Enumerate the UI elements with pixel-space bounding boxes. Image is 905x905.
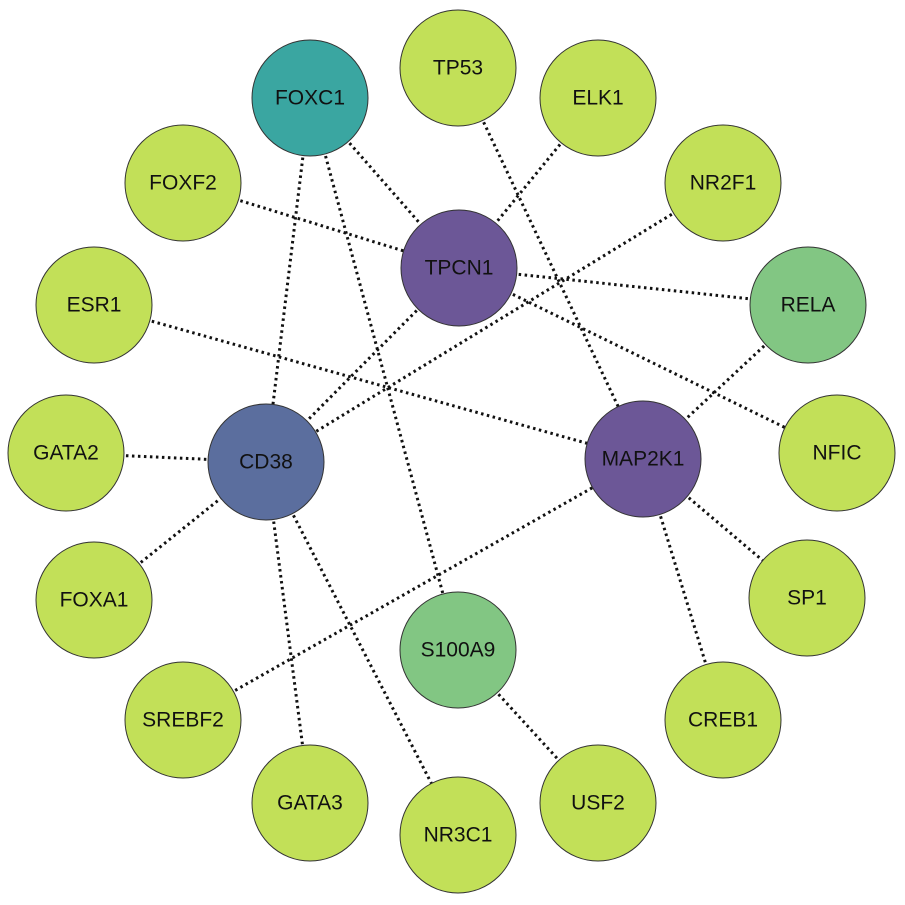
edge-nr2f1-cd38 bbox=[265, 181, 724, 464]
node-creb1: CREB1 bbox=[664, 661, 782, 779]
node-circle-map2k1 bbox=[584, 400, 702, 518]
node-gata3: GATA3 bbox=[251, 744, 369, 862]
node-s100a9: S100A9 bbox=[399, 591, 517, 709]
node-label-gata3: GATA3 bbox=[277, 792, 343, 815]
node-circle-nr2f1 bbox=[664, 124, 782, 242]
node-circle-sp1 bbox=[748, 539, 866, 657]
node-circle-gata3 bbox=[251, 744, 369, 862]
node-circle-tpcn1 bbox=[400, 209, 518, 327]
node-label-sp1: SP1 bbox=[787, 587, 827, 610]
node-srebf2: SREBF2 bbox=[124, 661, 242, 779]
node-elk1: ELK1 bbox=[539, 39, 657, 157]
node-circle-nfic bbox=[778, 394, 896, 512]
edge-tpcn1-nfic bbox=[458, 266, 838, 455]
node-circle-gata2 bbox=[7, 394, 125, 512]
node-label-esr1: ESR1 bbox=[67, 294, 122, 317]
node-label-tpcn1: TPCN1 bbox=[425, 257, 494, 280]
node-tpcn1: TPCN1 bbox=[400, 209, 518, 327]
node-foxf2: FOXF2 bbox=[124, 124, 242, 242]
node-map2k1: MAP2K1 bbox=[584, 400, 702, 518]
edge-s100a9-usf2 bbox=[456, 648, 600, 805]
node-label-nr3c1: NR3C1 bbox=[424, 824, 493, 847]
node-label-nr2f1: NR2F1 bbox=[690, 172, 757, 195]
node-circle-nr3c1 bbox=[399, 776, 517, 894]
edge-srebf2-map2k1 bbox=[182, 457, 644, 722]
node-label-foxc1: FOXC1 bbox=[275, 87, 345, 110]
node-foxa1: FOXA1 bbox=[35, 541, 153, 659]
edge-cd38-nr3c1 bbox=[264, 461, 460, 836]
node-circle-s100a9 bbox=[399, 591, 517, 709]
edge-foxc1-cd38 bbox=[264, 97, 312, 463]
node-nfic: NFIC bbox=[778, 394, 896, 512]
node-circle-srebf2 bbox=[124, 661, 242, 779]
node-nr2f1: NR2F1 bbox=[664, 124, 782, 242]
node-label-map2k1: MAP2K1 bbox=[602, 448, 685, 471]
node-gata2: GATA2 bbox=[7, 394, 125, 512]
node-label-tp53: TP53 bbox=[433, 57, 483, 80]
node-label-creb1: CREB1 bbox=[688, 709, 758, 732]
node-esr1: ESR1 bbox=[35, 246, 153, 364]
node-circle-cd38 bbox=[207, 403, 325, 521]
node-circle-tp53 bbox=[399, 9, 517, 127]
node-circle-rela bbox=[749, 246, 867, 364]
node-label-rela: RELA bbox=[781, 294, 836, 317]
node-label-foxf2: FOXF2 bbox=[149, 172, 217, 195]
node-label-foxa1: FOXA1 bbox=[60, 589, 129, 612]
node-foxc1: FOXC1 bbox=[251, 39, 369, 157]
edge-esr1-map2k1 bbox=[93, 303, 644, 461]
node-sp1: SP1 bbox=[748, 539, 866, 657]
node-circle-foxc1 bbox=[251, 39, 369, 157]
edge-foxc1-s100a9 bbox=[308, 97, 460, 651]
node-label-srebf2: SREBF2 bbox=[142, 709, 224, 732]
node-circle-esr1 bbox=[35, 246, 153, 364]
node-circle-elk1 bbox=[539, 39, 657, 157]
node-usf2: USF2 bbox=[539, 744, 657, 862]
edge-tp53-map2k1 bbox=[456, 67, 645, 460]
node-cd38: CD38 bbox=[207, 403, 325, 521]
node-circle-foxf2 bbox=[124, 124, 242, 242]
node-circle-foxa1 bbox=[35, 541, 153, 659]
node-label-gata2: GATA2 bbox=[33, 442, 99, 465]
node-tp53: TP53 bbox=[399, 9, 517, 127]
node-nr3c1: NR3C1 bbox=[399, 776, 517, 894]
node-circle-creb1 bbox=[664, 661, 782, 779]
node-label-elk1: ELK1 bbox=[572, 87, 623, 110]
node-label-cd38: CD38 bbox=[239, 451, 293, 474]
node-label-s100a9: S100A9 bbox=[421, 639, 496, 662]
node-circle-usf2 bbox=[539, 744, 657, 862]
node-rela: RELA bbox=[749, 246, 867, 364]
node-label-usf2: USF2 bbox=[571, 792, 625, 815]
edge-tpcn1-rela bbox=[458, 266, 809, 307]
node-label-nfic: NFIC bbox=[813, 442, 862, 465]
